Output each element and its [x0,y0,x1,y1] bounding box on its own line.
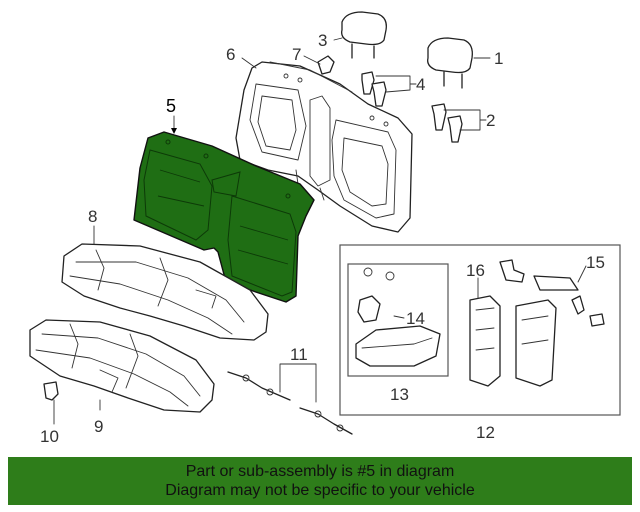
callout-13: 13 [390,385,409,404]
callout-7: 7 [292,45,301,64]
callout-15: 15 [586,253,605,272]
group-box-part-13 [347,263,449,377]
clip-part-7[interactable] [317,55,335,75]
callout-16: 16 [466,261,485,280]
bolt-part-15[interactable] [499,259,605,327]
hinge-part-16[interactable] [469,295,557,387]
banner-line-2: Diagram may not be specific to your vehi… [165,482,475,499]
leader-lines [53,37,587,425]
headrest-guide-part-2[interactable] [431,103,463,143]
callout-14: 14 [406,309,425,328]
parts-diagram: 1 2 3 4 5 6 7 8 9 10 11 12 13 14 15 16 [29,11,621,446]
seat-cushion-part-8[interactable] [61,243,269,341]
callout-6: 6 [226,45,235,64]
callout-10: 10 [40,427,59,446]
seatback-pad-part-5[interactable] [133,131,315,303]
latch-part-14[interactable] [357,267,395,323]
seatback-frame-part-6[interactable] [235,61,413,233]
headrest-part-3[interactable] [341,11,387,59]
armrest-assembly[interactable] [355,325,441,367]
callout-3: 3 [318,31,327,50]
callout-5: 5 [166,96,176,116]
seat-cushion-pad-part-9[interactable] [29,319,215,413]
banner-line-1: Part or sub-assembly is #5 in diagram [185,463,455,480]
info-banner: Part or sub-assembly is #5 in diagram Di… [8,457,632,505]
hook-part-10[interactable] [43,381,59,401]
callout-2: 2 [486,111,495,130]
wire-harness-part-11[interactable] [227,371,353,435]
callout-9: 9 [94,417,103,436]
callout-1: 1 [494,49,503,68]
callout-12: 12 [476,423,495,442]
headrest-guide-part-4[interactable] [361,71,387,107]
group-box-part-12 [339,244,621,416]
callout-11: 11 [290,345,308,364]
callout-4: 4 [416,75,425,94]
callout-8: 8 [88,207,97,226]
headrest-part-1[interactable] [427,37,473,89]
